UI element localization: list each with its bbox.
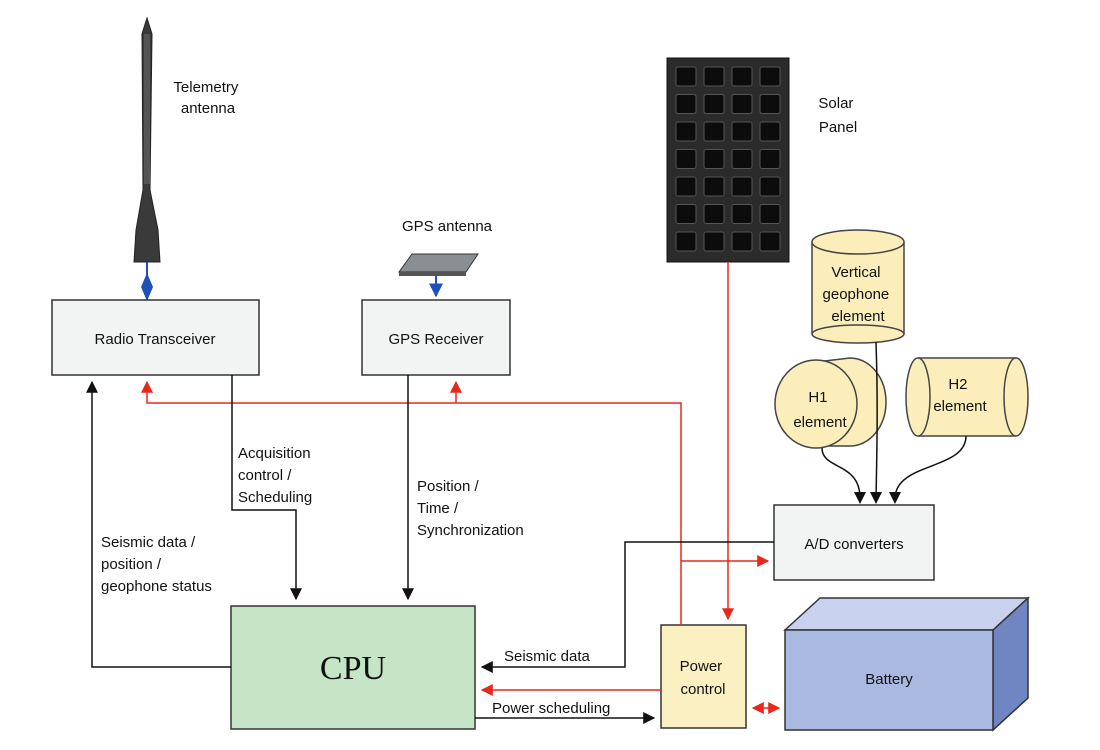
solar-cell	[731, 176, 753, 197]
telemetry-antenna-label: Telemetry antenna	[173, 79, 242, 117]
solar-cell	[731, 204, 753, 224]
solar-cell	[759, 204, 781, 224]
geophone-arrows	[854, 492, 901, 504]
power-control-label: Power control	[680, 658, 727, 698]
radio-transceiver-label: Radio Transceiver	[95, 331, 216, 348]
telemetry-antenna-icon	[133, 16, 161, 263]
radio-transceiver-box: Radio Transceiver	[51, 299, 260, 376]
position-time-sync-label: Position / Time / Synchronization	[417, 478, 524, 539]
gps-antenna-icon	[398, 253, 479, 276]
solar-cell	[759, 66, 781, 87]
solar-cell	[675, 204, 697, 224]
cpu-box: CPU	[230, 605, 476, 730]
solar-cell	[675, 231, 697, 252]
solar-cell	[703, 149, 725, 169]
solar-cell	[703, 94, 725, 114]
solar-cell	[675, 94, 697, 114]
solar-cell	[759, 121, 781, 142]
h1-element-label: H1 element	[793, 389, 847, 431]
solar-cell	[675, 176, 697, 197]
vertical-geophone-label: Vertical geophone element	[823, 264, 894, 325]
solar-panel-label: Solar Panel	[818, 95, 857, 136]
cpu-label: CPU	[320, 650, 386, 687]
solar-cell	[703, 204, 725, 224]
solar-cell	[731, 149, 753, 169]
solar-cell	[759, 176, 781, 197]
power-control-box: Power control	[660, 624, 747, 729]
solar-cell	[703, 176, 725, 197]
solar-cell	[731, 231, 753, 252]
power-lines	[141, 262, 781, 714]
seismic-data-position-label: Seismic data / position / geophone statu…	[101, 534, 212, 595]
gps-antenna-label: GPS antenna	[402, 218, 493, 235]
solar-cell	[759, 149, 781, 169]
gps-receiver-box: GPS Receiver	[361, 299, 511, 376]
h2-element-label: H2 element	[933, 376, 987, 415]
acquisition-control-label: Acquisition control / Scheduling	[238, 445, 315, 506]
h2-element-icon	[905, 357, 1029, 437]
solar-panel-icon	[666, 57, 790, 263]
power-scheduling-label: Power scheduling	[492, 700, 610, 717]
geophone-cables	[821, 341, 967, 499]
seismic-data-label: Seismic data	[504, 648, 591, 665]
solar-cell	[703, 231, 725, 252]
solar-cell	[731, 121, 753, 142]
ad-converters-box: A/D converters	[773, 504, 935, 581]
battery-icon: Battery	[783, 596, 1030, 732]
solar-cell	[703, 66, 725, 87]
ad-converters-label: A/D converters	[804, 536, 903, 553]
solar-cell	[675, 121, 697, 142]
solar-cell	[675, 66, 697, 87]
h1-element-icon	[774, 357, 887, 449]
solar-cell	[703, 121, 725, 142]
solar-cell	[731, 94, 753, 114]
solar-cell	[675, 149, 697, 169]
solar-cell	[731, 66, 753, 87]
solar-cell	[759, 231, 781, 252]
vertical-geophone-icon	[811, 229, 905, 344]
battery-label: Battery	[865, 671, 913, 688]
solar-cell	[759, 94, 781, 114]
data-lines	[86, 375, 774, 724]
gps-receiver-label: GPS Receiver	[388, 331, 483, 348]
